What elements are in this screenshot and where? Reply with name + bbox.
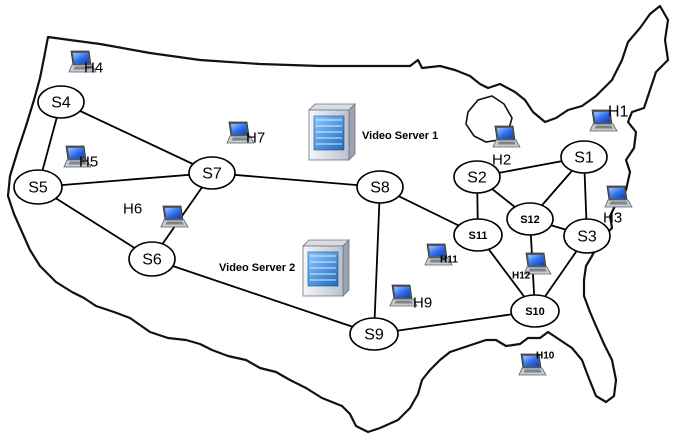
switch-node-shape: [349, 317, 399, 351]
host-label: H2: [492, 152, 511, 169]
switch-label: S12: [520, 214, 540, 226]
host-h4[interactable]: H4: [68, 50, 103, 77]
host-h9[interactable]: H9: [389, 284, 432, 312]
host-label: H11: [440, 255, 458, 266]
laptop-icon: [63, 145, 92, 168]
link-s5-s6: [37, 186, 153, 260]
host-h12[interactable]: H12: [512, 252, 552, 282]
link-s9-s10: [373, 310, 536, 335]
switch-node-shape: [128, 241, 176, 277]
host-h1[interactable]: H1: [589, 104, 629, 132]
switch-s10[interactable]: S10: [510, 294, 560, 328]
switch-label: S2: [467, 170, 487, 187]
switch-node-shape: [37, 85, 85, 119]
switch-s5[interactable]: S5: [13, 169, 63, 205]
host-h6[interactable]: H6: [123, 201, 189, 228]
switch-s4[interactable]: S4: [37, 85, 85, 119]
switch-s6[interactable]: S6: [128, 241, 176, 277]
server-tower-icon: [302, 239, 350, 297]
laptop-icon: [424, 243, 453, 266]
host-label: H12: [512, 271, 531, 282]
switch-s12[interactable]: S12: [506, 202, 554, 236]
video-server-2[interactable]: Video Server 2: [219, 239, 350, 297]
link-s4-s7: [60, 101, 213, 174]
laptop-icon: [226, 121, 255, 144]
laptop-icon: [523, 252, 552, 275]
laptop-icon: [492, 125, 521, 148]
link-s6-s9: [151, 258, 375, 335]
host-label: H3: [603, 210, 622, 227]
video-server-label: Video Server 2: [219, 262, 295, 274]
laptop-icon: [589, 109, 618, 132]
switch-label: S1: [574, 150, 594, 167]
link-s7-s8: [211, 172, 381, 188]
laptop-icon: [604, 185, 633, 208]
us-map-outline: [6, 4, 670, 434]
video-servers: Video Server 1 Video Server 2: [219, 103, 438, 297]
host-h7[interactable]: H7: [226, 121, 265, 147]
switch-s1[interactable]: S1: [560, 140, 608, 174]
host-label: H5: [79, 154, 98, 171]
laptop-icon: [68, 50, 97, 73]
switch-label: S8: [370, 180, 390, 197]
switch-node-shape: [510, 294, 560, 328]
switch-node-shape: [13, 169, 63, 205]
host-h10[interactable]: H10: [518, 351, 555, 376]
switch-s8[interactable]: S8: [356, 170, 404, 204]
switch-label: S6: [142, 252, 162, 269]
switch-s9[interactable]: S9: [349, 317, 399, 351]
host-label: H1: [608, 104, 629, 121]
server-tower-icon: [308, 103, 356, 161]
host-label: H6: [123, 201, 142, 218]
host-label: H10: [536, 351, 555, 362]
switch-label: S7: [202, 166, 222, 183]
switch-node-shape: [356, 170, 404, 204]
switch-node-shape: [560, 140, 608, 174]
link-s8-s9: [373, 186, 381, 335]
switch-node-shape: [453, 218, 503, 252]
switch-node-shape: [188, 156, 236, 190]
video-server-label: Video Server 1: [362, 130, 438, 142]
switch-label: S11: [469, 230, 488, 242]
host-h5[interactable]: H5: [63, 145, 98, 171]
switch-s7[interactable]: S7: [188, 156, 236, 190]
switch-s3[interactable]: S3: [563, 218, 611, 254]
laptop-icon: [389, 284, 418, 307]
switch-s11[interactable]: S11: [453, 218, 503, 252]
host-label: H4: [84, 60, 103, 77]
switch-label: S10: [525, 306, 545, 318]
switch-node-shape: [506, 202, 554, 236]
laptop-icon: [160, 205, 189, 228]
host-label: H7: [246, 130, 265, 147]
link-s5-s7: [37, 172, 213, 188]
switch-label: S5: [28, 180, 48, 197]
host-h11[interactable]: H11: [424, 243, 458, 266]
switch-label: S3: [577, 229, 597, 246]
laptop-icon: [518, 353, 547, 376]
switch-label: S9: [364, 327, 384, 344]
switch-node-shape: [453, 160, 501, 194]
switch-node-shape: [563, 218, 611, 254]
host-label: H9: [413, 295, 432, 312]
switch-s2[interactable]: S2: [453, 160, 501, 194]
video-server-1[interactable]: Video Server 1: [308, 103, 438, 161]
host-h2[interactable]: H2: [492, 125, 521, 169]
switch-label: S4: [51, 95, 71, 112]
host-h3[interactable]: H3: [603, 185, 633, 227]
